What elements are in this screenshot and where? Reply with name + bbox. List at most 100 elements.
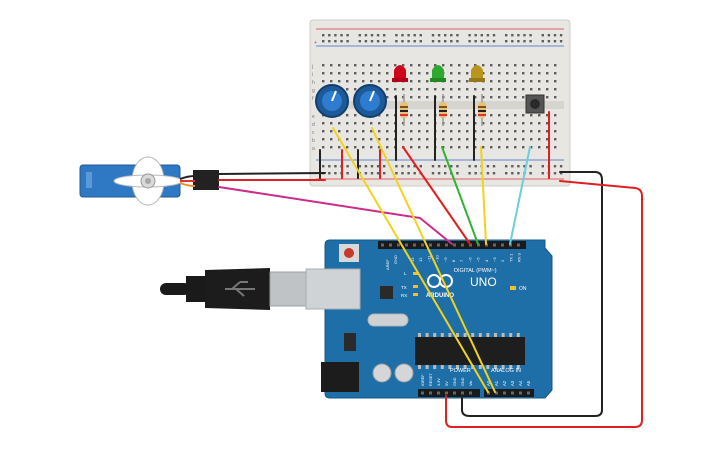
yellow-led[interactable] [469, 65, 485, 82]
power-header[interactable] [418, 389, 480, 397]
grid-hole[interactable] [498, 80, 501, 83]
red-led[interactable] [392, 65, 408, 82]
wire-led1-signal[interactable] [402, 146, 471, 245]
wire-servo-gnd[interactable] [218, 172, 326, 175]
rail-hole[interactable] [346, 172, 349, 175]
grid-hole[interactable] [346, 146, 349, 149]
grid-hole[interactable] [490, 64, 493, 67]
rail-hole[interactable] [505, 40, 508, 43]
rail-hole[interactable] [370, 40, 374, 43]
grid-hole[interactable] [458, 122, 461, 125]
power-pin-hole[interactable] [445, 391, 448, 395]
grid-hole[interactable] [538, 88, 541, 91]
grid-hole[interactable] [546, 96, 549, 99]
grid-hole[interactable] [506, 88, 509, 91]
grid-hole[interactable] [490, 114, 493, 117]
grid-hole[interactable] [410, 88, 413, 91]
grid-hole[interactable] [482, 88, 485, 91]
grid-hole[interactable] [354, 114, 357, 117]
grid-hole[interactable] [554, 88, 557, 91]
grid-hole[interactable] [514, 80, 517, 83]
rail-hole[interactable] [358, 40, 361, 43]
rail-hole[interactable] [456, 34, 459, 37]
grid-hole[interactable] [410, 96, 413, 99]
analog-pin-hole[interactable] [503, 391, 506, 395]
digital-pin-hole[interactable] [485, 243, 488, 247]
digital-pin-hole[interactable] [405, 243, 408, 247]
grid-hole[interactable] [330, 146, 333, 149]
rail-hole[interactable] [419, 34, 422, 37]
wire-led3-signal[interactable] [480, 146, 487, 245]
analog-pin-hole[interactable] [519, 391, 522, 395]
rail-hole[interactable] [328, 40, 331, 43]
digital-pin-hole[interactable] [381, 243, 384, 247]
grid-hole[interactable] [466, 96, 469, 99]
grid-hole[interactable] [546, 88, 549, 91]
potentiometer-2[interactable] [353, 84, 387, 118]
digital-pin-hole[interactable] [501, 243, 504, 247]
grid-hole[interactable] [474, 138, 477, 141]
grid-hole[interactable] [514, 146, 517, 149]
grid-hole[interactable] [370, 80, 373, 83]
grid-hole[interactable] [474, 96, 477, 99]
grid-hole[interactable] [418, 122, 421, 125]
grid-hole[interactable] [506, 138, 509, 141]
grid-hole[interactable] [506, 114, 509, 117]
grid-hole[interactable] [514, 88, 517, 91]
grid-hole[interactable] [474, 114, 477, 117]
rail-hole[interactable] [322, 40, 325, 43]
grid-hole[interactable] [362, 138, 365, 141]
grid-hole[interactable] [554, 96, 557, 99]
rail-hole[interactable] [517, 165, 520, 168]
rail-hole[interactable] [456, 172, 459, 175]
grid-hole[interactable] [346, 122, 349, 125]
grid-hole[interactable] [490, 138, 493, 141]
grid-hole[interactable] [322, 138, 325, 141]
rail-hole[interactable] [541, 172, 544, 175]
grid-hole[interactable] [538, 64, 541, 67]
grid-hole[interactable] [482, 72, 485, 75]
grid-hole[interactable] [554, 114, 557, 117]
grid-hole[interactable] [522, 130, 525, 133]
grid-hole[interactable] [554, 130, 557, 133]
grid-hole[interactable] [386, 122, 389, 125]
digital-pin-hole[interactable] [509, 243, 512, 247]
rail-hole[interactable] [468, 165, 471, 168]
rail-hole[interactable] [346, 34, 349, 37]
rail-hole[interactable] [553, 165, 557, 168]
rail-hole[interactable] [395, 172, 398, 175]
grid-hole[interactable] [418, 146, 421, 149]
grid-hole[interactable] [354, 122, 357, 125]
grid-hole[interactable] [418, 96, 421, 99]
grid-hole[interactable] [394, 88, 397, 91]
rail-hole[interactable] [486, 172, 490, 175]
grid-hole[interactable] [530, 88, 533, 91]
rail-hole[interactable] [480, 40, 483, 43]
grid-hole[interactable] [530, 114, 533, 117]
grid-hole[interactable] [370, 122, 373, 125]
grid-hole[interactable] [530, 122, 533, 125]
rail-hole[interactable] [431, 172, 435, 175]
grid-hole[interactable] [410, 64, 413, 67]
grid-hole[interactable] [426, 72, 429, 75]
grid-hole[interactable] [426, 80, 429, 83]
grid-hole[interactable] [522, 80, 525, 83]
grid-hole[interactable] [514, 138, 517, 141]
analog-pin-hole[interactable] [487, 391, 490, 395]
rail-hole[interactable] [456, 165, 459, 168]
grid-hole[interactable] [514, 122, 517, 125]
analog-pin-hole[interactable] [527, 391, 530, 395]
grid-hole[interactable] [546, 130, 549, 133]
grid-hole[interactable] [426, 146, 429, 149]
rail-hole[interactable] [413, 172, 416, 175]
grid-hole[interactable] [538, 146, 541, 149]
grid-hole[interactable] [458, 114, 461, 117]
rail-hole[interactable] [541, 40, 544, 43]
rail-hole[interactable] [474, 34, 477, 37]
grid-hole[interactable] [330, 138, 333, 141]
rail-hole[interactable] [444, 40, 447, 43]
grid-hole[interactable] [546, 122, 549, 125]
grid-hole[interactable] [530, 80, 533, 83]
grid-hole[interactable] [498, 72, 501, 75]
